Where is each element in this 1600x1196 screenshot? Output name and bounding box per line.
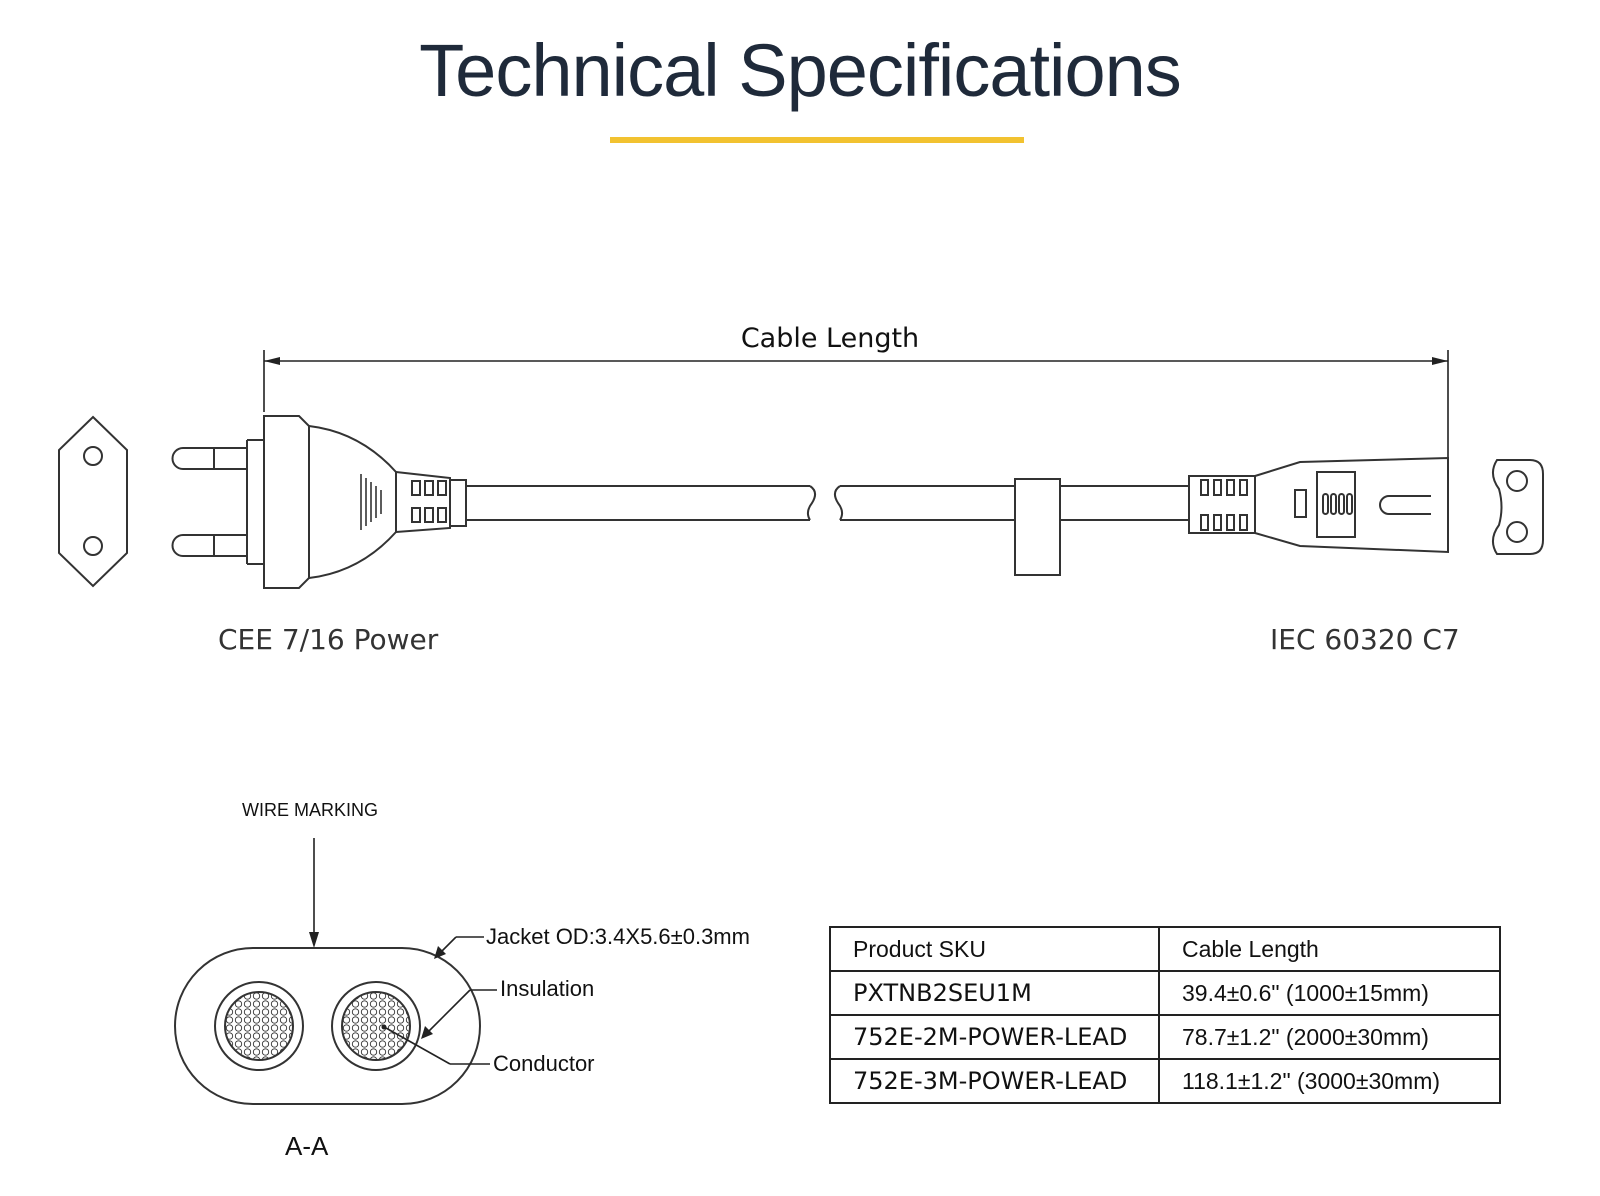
title-underline	[610, 137, 1024, 143]
section-label: A-A	[285, 1131, 329, 1161]
table-cell-sku: 752E-2M-POWER-LEAD	[829, 1014, 1160, 1060]
table-header-row: Product SKU Cable Length	[829, 926, 1501, 972]
cable-length-dimension	[263, 350, 1449, 460]
table-header-length: Cable Length	[1158, 926, 1501, 972]
cee-7-16-plug-icon	[171, 415, 467, 589]
table-cell-length: 118.1±1.2" (3000±30mm)	[1158, 1058, 1501, 1104]
left-connector-label: CEE 7/16 Power	[218, 623, 439, 656]
spec-table: Product SKU Cable Length PXTNB2SEU1M 39.…	[829, 926, 1501, 1104]
wire-marking-label: WIRE MARKING	[242, 800, 379, 820]
right-connector-label: IEC 60320 C7	[1270, 623, 1460, 656]
cross-section-icon	[174, 947, 481, 1105]
jacket-label: Jacket OD:3.4X5.6±0.3mm	[486, 924, 750, 949]
table-cell-sku: 752E-3M-POWER-LEAD	[829, 1058, 1160, 1104]
table-cell-length: 39.4±0.6" (1000±15mm)	[1158, 970, 1501, 1016]
c7-socket-face-icon	[1492, 459, 1544, 555]
page-title: Technical Specifications	[419, 29, 1182, 112]
cable-length-label: Cable Length	[740, 323, 920, 354]
cable-body	[466, 478, 1189, 576]
table-cell-sku: PXTNB2SEU1M	[829, 970, 1160, 1016]
table-row: 752E-2M-POWER-LEAD 78.7±1.2" (2000±30mm)	[829, 1014, 1501, 1060]
table-cell-length: 78.7±1.2" (2000±30mm)	[1158, 1014, 1501, 1060]
conductor-label: Conductor	[493, 1051, 595, 1076]
table-header-sku: Product SKU	[829, 926, 1160, 972]
cee-plug-face-icon	[58, 415, 128, 588]
insulation-label: Insulation	[500, 976, 595, 1001]
callout-leaders	[309, 838, 497, 1065]
table-row: PXTNB2SEU1M 39.4±0.6" (1000±15mm)	[829, 970, 1501, 1016]
table-row: 752E-3M-POWER-LEAD 118.1±1.2" (3000±30mm…	[829, 1058, 1501, 1104]
iec-c7-connector-icon	[1188, 456, 1449, 554]
